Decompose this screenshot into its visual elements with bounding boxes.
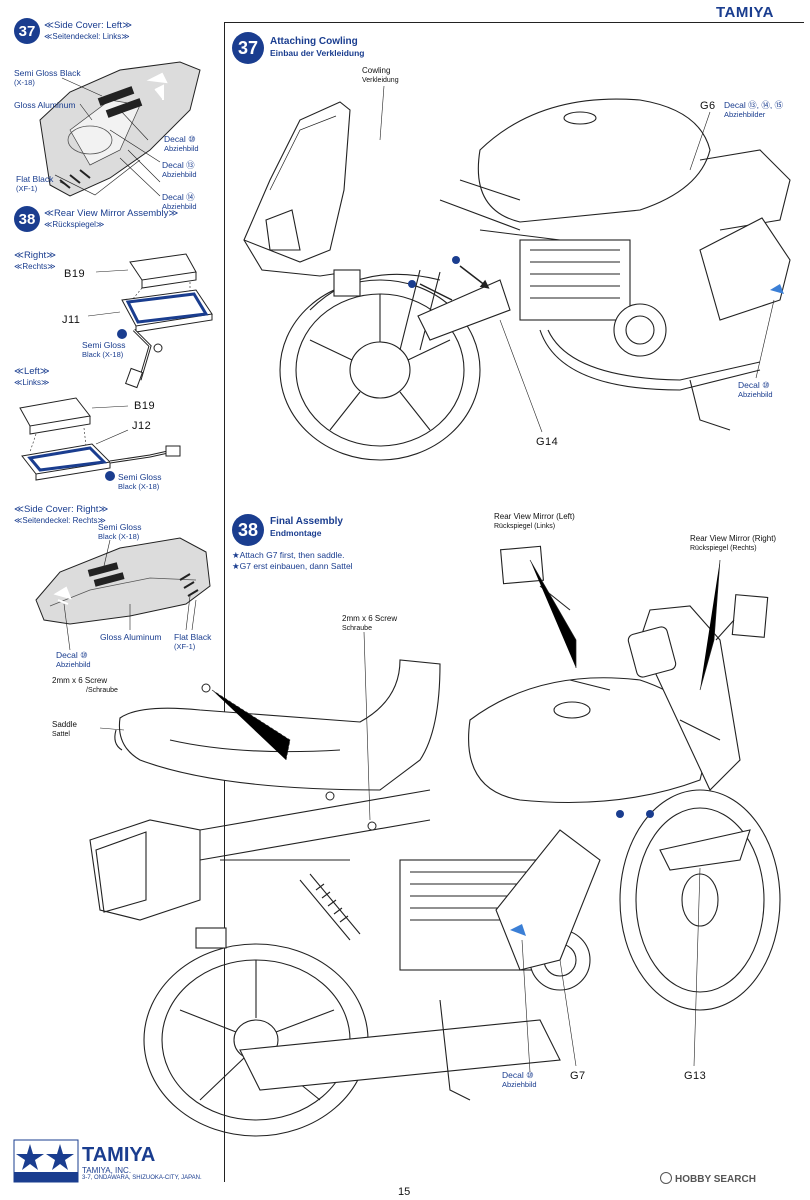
part-b19-right: B19 xyxy=(64,268,86,280)
step-37-cowling-title: Attaching Cowling xyxy=(270,36,358,47)
label-flat-black-right-cover: Flat Black(XF-1) xyxy=(174,632,212,651)
mirror-right-drawing xyxy=(87,253,213,389)
step-38-final-title: Final Assembly xyxy=(270,516,343,527)
step-37-side-cover-left-subtitle: ≪Seitendeckel: Links≫ xyxy=(44,32,130,41)
footer-company: TAMIYA, INC. xyxy=(82,1166,132,1175)
footer-brand: TAMIYA xyxy=(82,1144,156,1166)
part-j11: J11 xyxy=(62,314,81,326)
part-j12: J12 xyxy=(132,420,152,432)
mirror-left-heading: ≪Left≫≪Links≫ xyxy=(14,366,50,387)
part-g6: G6 xyxy=(700,100,716,112)
column-divider xyxy=(224,22,225,1182)
part-g13: G13 xyxy=(684,1070,707,1082)
final-assembly-note-en: ★Attach G7 first, then saddle. xyxy=(232,550,345,560)
side-cover-right-drawing xyxy=(35,537,211,651)
page-number: 15 xyxy=(398,1186,411,1198)
step-38-final-badge: 38 xyxy=(232,514,264,546)
step-38-mirror-heading: ≪Rear View Mirror Assembly≫≪Rückspiegel≫ xyxy=(44,208,179,229)
side-cover-left-drawing xyxy=(39,61,201,197)
motorcycle-cowling-drawing xyxy=(243,85,791,461)
step-37-side-cover-left-heading: ≪Side Cover: Left≫ ≪Seitendeckel: Links≫ xyxy=(44,20,132,42)
step-37-badge: 37 xyxy=(14,18,40,44)
step-38-final-heading: Final Assembly Endmontage xyxy=(270,516,343,538)
label-mirror-right: Rear View Mirror (Right)Rückspiegel (Rec… xyxy=(690,534,777,552)
label-flat-black-left: Flat Black(XF-1) xyxy=(16,174,54,193)
mirror-right-heading: ≪Right≫≪Rechts≫ xyxy=(14,250,57,271)
label-gloss-aluminum-left: Gloss Aluminum xyxy=(14,100,76,110)
header-brand: TAMIYA xyxy=(716,4,775,21)
final-assembly-note-de: ★G7 erst einbauen, dann Sattel xyxy=(232,561,353,571)
part-g7: G7 xyxy=(570,1070,586,1082)
hobby-search-watermark: HOBBY SEARCH xyxy=(660,1172,756,1185)
part-b19-left: B19 xyxy=(134,400,156,412)
step-37-cowling-heading: Attaching Cowling Einbau der Verkleidung xyxy=(270,36,364,58)
step-37-cowling-badge: 37 xyxy=(232,32,264,64)
part-g14: G14 xyxy=(536,436,559,448)
watermark-icon xyxy=(660,1172,672,1184)
tamiya-logo xyxy=(13,1139,79,1183)
step-37-cowling-subtitle: Einbau der Verkleidung xyxy=(270,48,365,58)
step-38-final-subtitle: Endmontage xyxy=(270,528,322,538)
label-screw-saddle: 2mm x 6 Screw/Schraube xyxy=(52,676,118,694)
side-cover-right-heading: ≪Side Cover: Right≫≪Seitendeckel: Rechts… xyxy=(14,504,109,525)
label-gloss-aluminum-right-cover: Gloss Aluminum xyxy=(100,632,162,642)
label-mirror-left: Rear View Mirror (Left)Rückspiegel (Link… xyxy=(494,512,575,530)
step-37-side-cover-left-title: ≪Side Cover: Left≫ xyxy=(44,20,133,31)
header-rule xyxy=(224,22,804,23)
footer-address: 3-7, ONDAWARA, SHIZUOKA-CITY, JAPAN. xyxy=(82,1175,202,1181)
mirror-left-drawing xyxy=(19,397,181,481)
label-semi-gloss-black-left: Semi Gloss Black(X-18) xyxy=(14,68,81,87)
step-38-badge-mirror: 38 xyxy=(14,206,40,232)
